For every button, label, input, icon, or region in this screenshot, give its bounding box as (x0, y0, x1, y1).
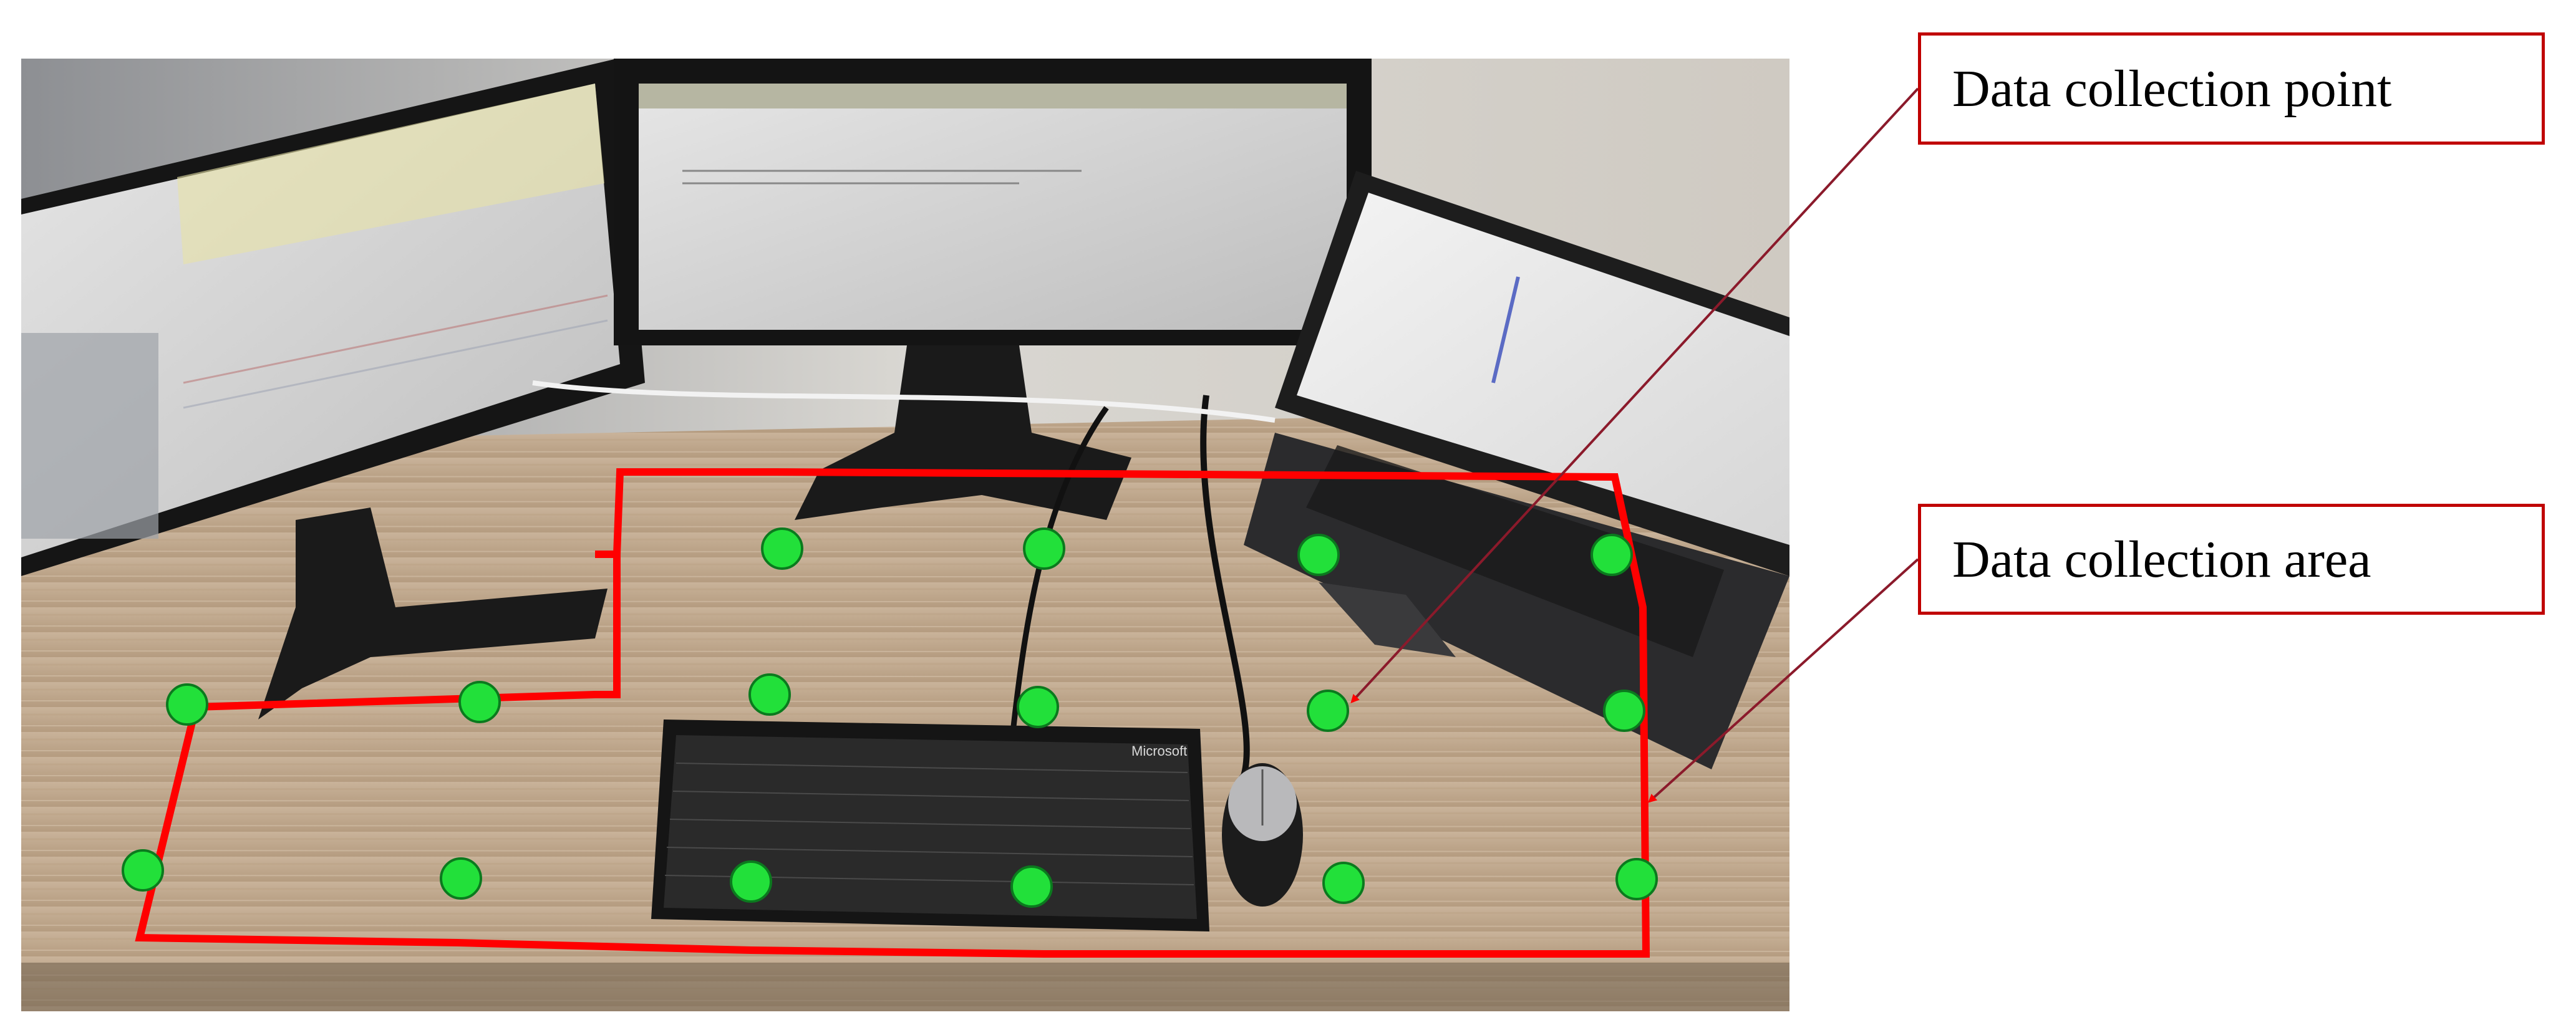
data-collection-point-marker (730, 860, 772, 903)
data-collection-point-marker (1603, 690, 1645, 732)
callout-label: Data collection area (1952, 530, 2371, 589)
data-collection-point-marker (458, 681, 501, 723)
data-collection-point-marker (1322, 862, 1365, 904)
keyboard: Microsoft (651, 719, 1209, 931)
data-collection-point-marker (122, 849, 164, 892)
data-collection-point-marker (1010, 865, 1053, 908)
data-collection-point-marker (166, 683, 208, 726)
desk-photo: Microsoft (21, 59, 1789, 1011)
data-collection-point-marker (761, 527, 803, 570)
data-collection-point-marker (1297, 534, 1340, 576)
data-collection-point-marker (440, 857, 482, 900)
callout-data-collection-area: Data collection area (1918, 504, 2545, 615)
callout-data-collection-point: Data collection point (1918, 32, 2545, 145)
data-collection-point-marker (1307, 690, 1349, 732)
cable (1200, 395, 1250, 777)
data-collection-point-marker (1017, 686, 1059, 728)
left-monitor (21, 59, 645, 719)
callout-label: Data collection point (1952, 59, 2392, 118)
data-collection-point-marker (1615, 858, 1658, 900)
data-collection-point-marker (1591, 534, 1633, 576)
data-collection-area-outline (135, 468, 1650, 958)
data-collection-point-marker (1023, 527, 1065, 570)
cable (532, 380, 1276, 423)
data-collection-point-marker (748, 673, 791, 716)
mouse (1222, 763, 1303, 907)
desk-front-edge (21, 963, 1789, 1011)
keyboard-brand-label: Microsoft (1131, 743, 1187, 759)
